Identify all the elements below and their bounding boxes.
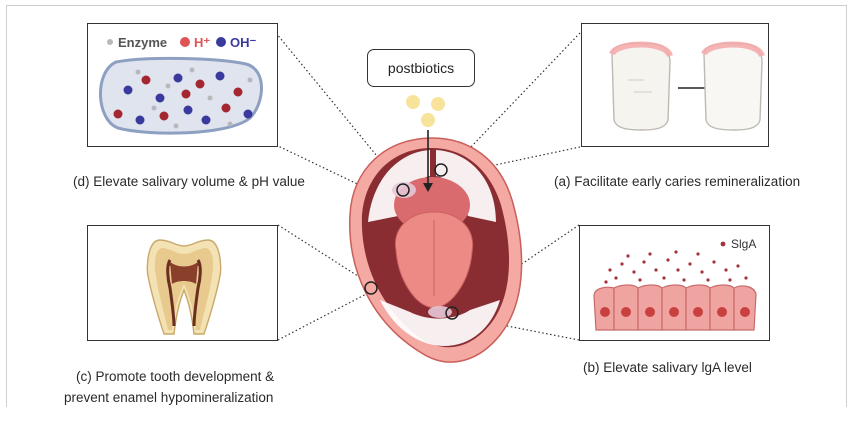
postbiotic-particle: [421, 113, 435, 127]
enzyme-legend-dot: [107, 39, 113, 45]
h-plus-legend-label: H⁺: [194, 35, 210, 50]
epithelium-illustration: SlgA: [580, 226, 769, 340]
caption-c-line1: (c) Promote tooth development &: [76, 369, 274, 384]
panel-b-slga: SlgA: [579, 225, 770, 341]
caption-b: (b) Elevate salivary lgA level: [583, 360, 752, 375]
postbiotics-box: postbiotics: [367, 49, 475, 87]
tooth-cross-section: [88, 226, 277, 340]
slga-legend-dot: [721, 242, 726, 247]
connector-line-c-bottom: [278, 291, 372, 340]
slga-particles: [604, 250, 747, 283]
postbiotic-particle: [431, 97, 445, 111]
caption-a: (a) Facilitate early caries remineraliza…: [554, 174, 800, 189]
h-plus-legend-dot: [180, 37, 190, 47]
slga-legend-label: SlgA: [731, 237, 756, 251]
tooth-before: [612, 43, 670, 130]
enzyme-legend-label: Enzyme: [118, 35, 167, 50]
panel-c-tooth: [87, 225, 278, 341]
panel-d-saliva: Enzyme H⁺ OH⁻: [87, 23, 278, 147]
tooth-after: [704, 43, 762, 130]
legend-d: Enzyme H⁺ OH⁻: [107, 35, 257, 50]
oh-minus-legend-label: OH⁻: [230, 35, 257, 50]
caption-c-line2: prevent enamel hypomineralization: [64, 390, 273, 405]
oh-minus-legend-dot: [216, 37, 226, 47]
postbiotics-label: postbiotics: [388, 60, 454, 76]
postbiotic-particle: [406, 95, 420, 109]
panel-a-caries: [581, 23, 769, 147]
caption-d: (d) Elevate salivary volume & pH value: [73, 174, 305, 189]
saliva-illustration: Enzyme H⁺ OH⁻: [88, 24, 277, 146]
remineralization-illustration: [582, 24, 768, 146]
